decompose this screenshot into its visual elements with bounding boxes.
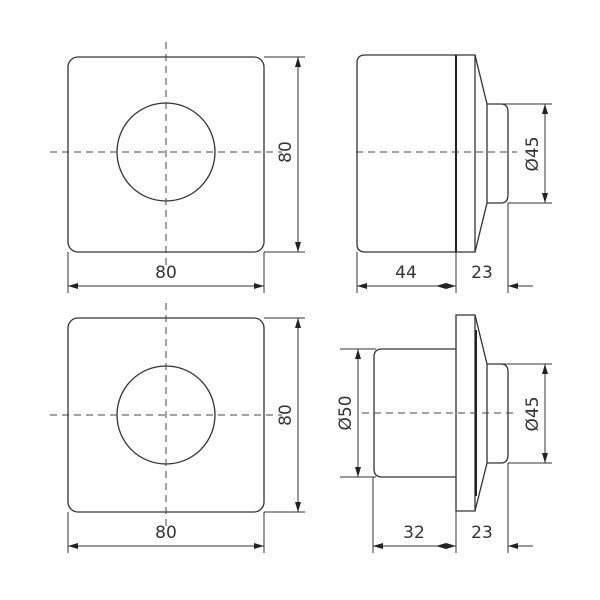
dim-bottom-side-flange: 23 — [471, 523, 493, 543]
dim-bottom-side-dia: Ø45 — [523, 396, 543, 431]
dim-bottom-front-height: 80 — [276, 404, 296, 426]
top-side-view: 44 23 Ø45 — [356, 54, 552, 293]
dim-top-front-height: 80 — [276, 141, 296, 163]
dim-top-side-dia: Ø45 — [523, 136, 543, 171]
dim-top-front-width: 80 — [155, 263, 177, 283]
dim-bottom-side-body-dia: Ø50 — [336, 395, 356, 430]
bottom-front-view: 80 80 — [50, 303, 305, 553]
dim-top-side-flange: 23 — [471, 263, 493, 283]
dim-top-side-body: 44 — [395, 263, 417, 283]
bottom-side-view: Ø50 32 23 Ø45 — [336, 314, 552, 553]
dim-bottom-front-width: 80 — [155, 523, 177, 543]
top-front-view: 80 80 — [50, 42, 305, 293]
dim-bottom-side-body: 32 — [403, 523, 425, 543]
